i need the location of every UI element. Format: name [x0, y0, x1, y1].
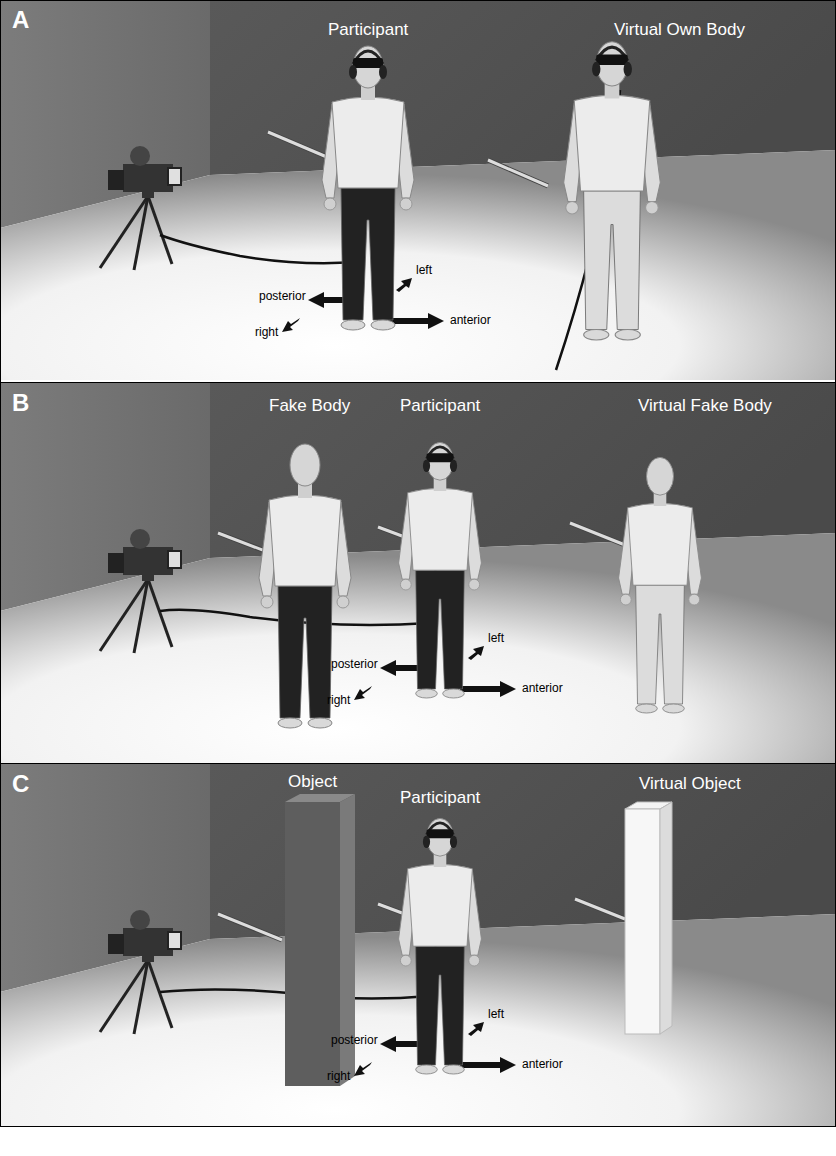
direction-label: posterior: [331, 1034, 378, 1048]
figure-label: Participant: [400, 396, 480, 416]
figure-label: Participant: [400, 788, 480, 808]
direction-label: left: [416, 264, 432, 278]
direction-label: right: [327, 1070, 350, 1084]
direction-label: right: [327, 694, 350, 708]
figure-label: Fake Body: [269, 396, 350, 416]
figure-label: Object: [288, 772, 337, 792]
direction-label: left: [488, 632, 504, 646]
direction-label: anterior: [522, 1058, 563, 1072]
panel-letter: B: [12, 389, 29, 417]
direction-label: posterior: [259, 290, 306, 304]
panel-letter: A: [12, 6, 29, 34]
figure-label: Virtual Own Body: [614, 20, 745, 40]
panel-letter: C: [12, 770, 29, 798]
direction-label: anterior: [450, 314, 491, 328]
figure-label: Virtual Object: [639, 774, 741, 794]
direction-label: left: [488, 1008, 504, 1022]
direction-label: right: [255, 326, 278, 340]
direction-label: anterior: [522, 682, 563, 696]
figure-label: Participant: [328, 20, 408, 40]
direction-label: posterior: [331, 658, 378, 672]
figure-label: Virtual Fake Body: [638, 396, 772, 416]
